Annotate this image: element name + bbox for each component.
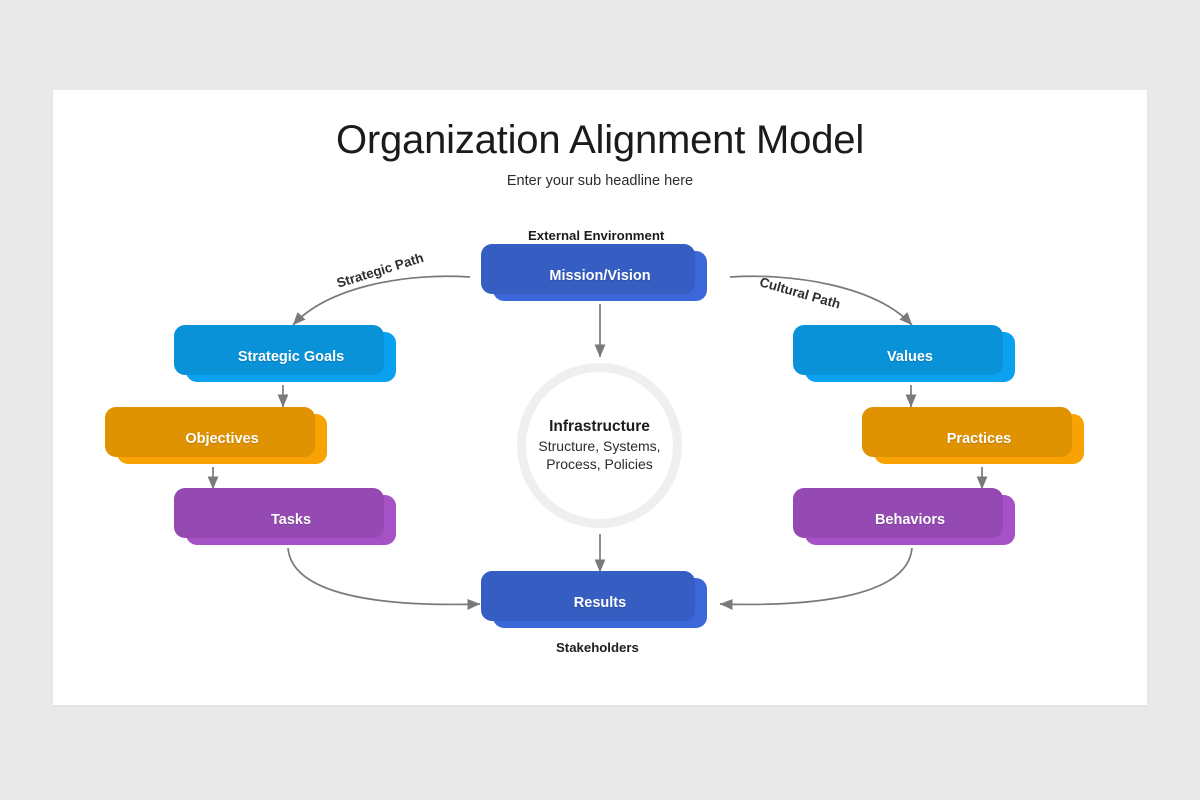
- node-practices[interactable]: Practices: [874, 414, 1084, 464]
- node-tasks-label: Tasks: [270, 512, 312, 528]
- node-infrastructure[interactable]: Infrastructure Structure, Systems, Proce…: [517, 363, 682, 528]
- node-mission-vision[interactable]: Mission/Vision: [493, 251, 707, 301]
- node-infrastructure-subtitle: Structure, Systems, Process, Policies: [538, 438, 661, 472]
- node-objectives[interactable]: Objectives: [117, 414, 327, 464]
- node-practices-label: Practices: [946, 431, 1012, 447]
- page-title: Organization Alignment Model: [335, 118, 865, 162]
- node-tasks[interactable]: Tasks: [186, 495, 396, 545]
- node-values[interactable]: Values: [805, 332, 1015, 382]
- node-mission-vision-label: Mission/Vision: [549, 268, 651, 284]
- node-strategic-goals[interactable]: Strategic Goals: [186, 332, 396, 382]
- caption-stakeholders: Stakeholders: [556, 640, 639, 655]
- node-behaviors[interactable]: Behaviors: [805, 495, 1015, 545]
- node-infrastructure-title: Infrastructure: [549, 418, 650, 436]
- node-results[interactable]: Results: [493, 578, 707, 628]
- node-objectives-label: Objectives: [185, 431, 259, 447]
- page-subtitle: Enter your sub headline here: [506, 173, 694, 189]
- node-strategic-goals-label: Strategic Goals: [237, 349, 345, 365]
- node-values-label: Values: [887, 349, 933, 365]
- node-results-label: Results: [573, 595, 627, 611]
- node-behaviors-label: Behaviors: [874, 512, 946, 528]
- caption-external-environment: External Environment: [528, 228, 665, 243]
